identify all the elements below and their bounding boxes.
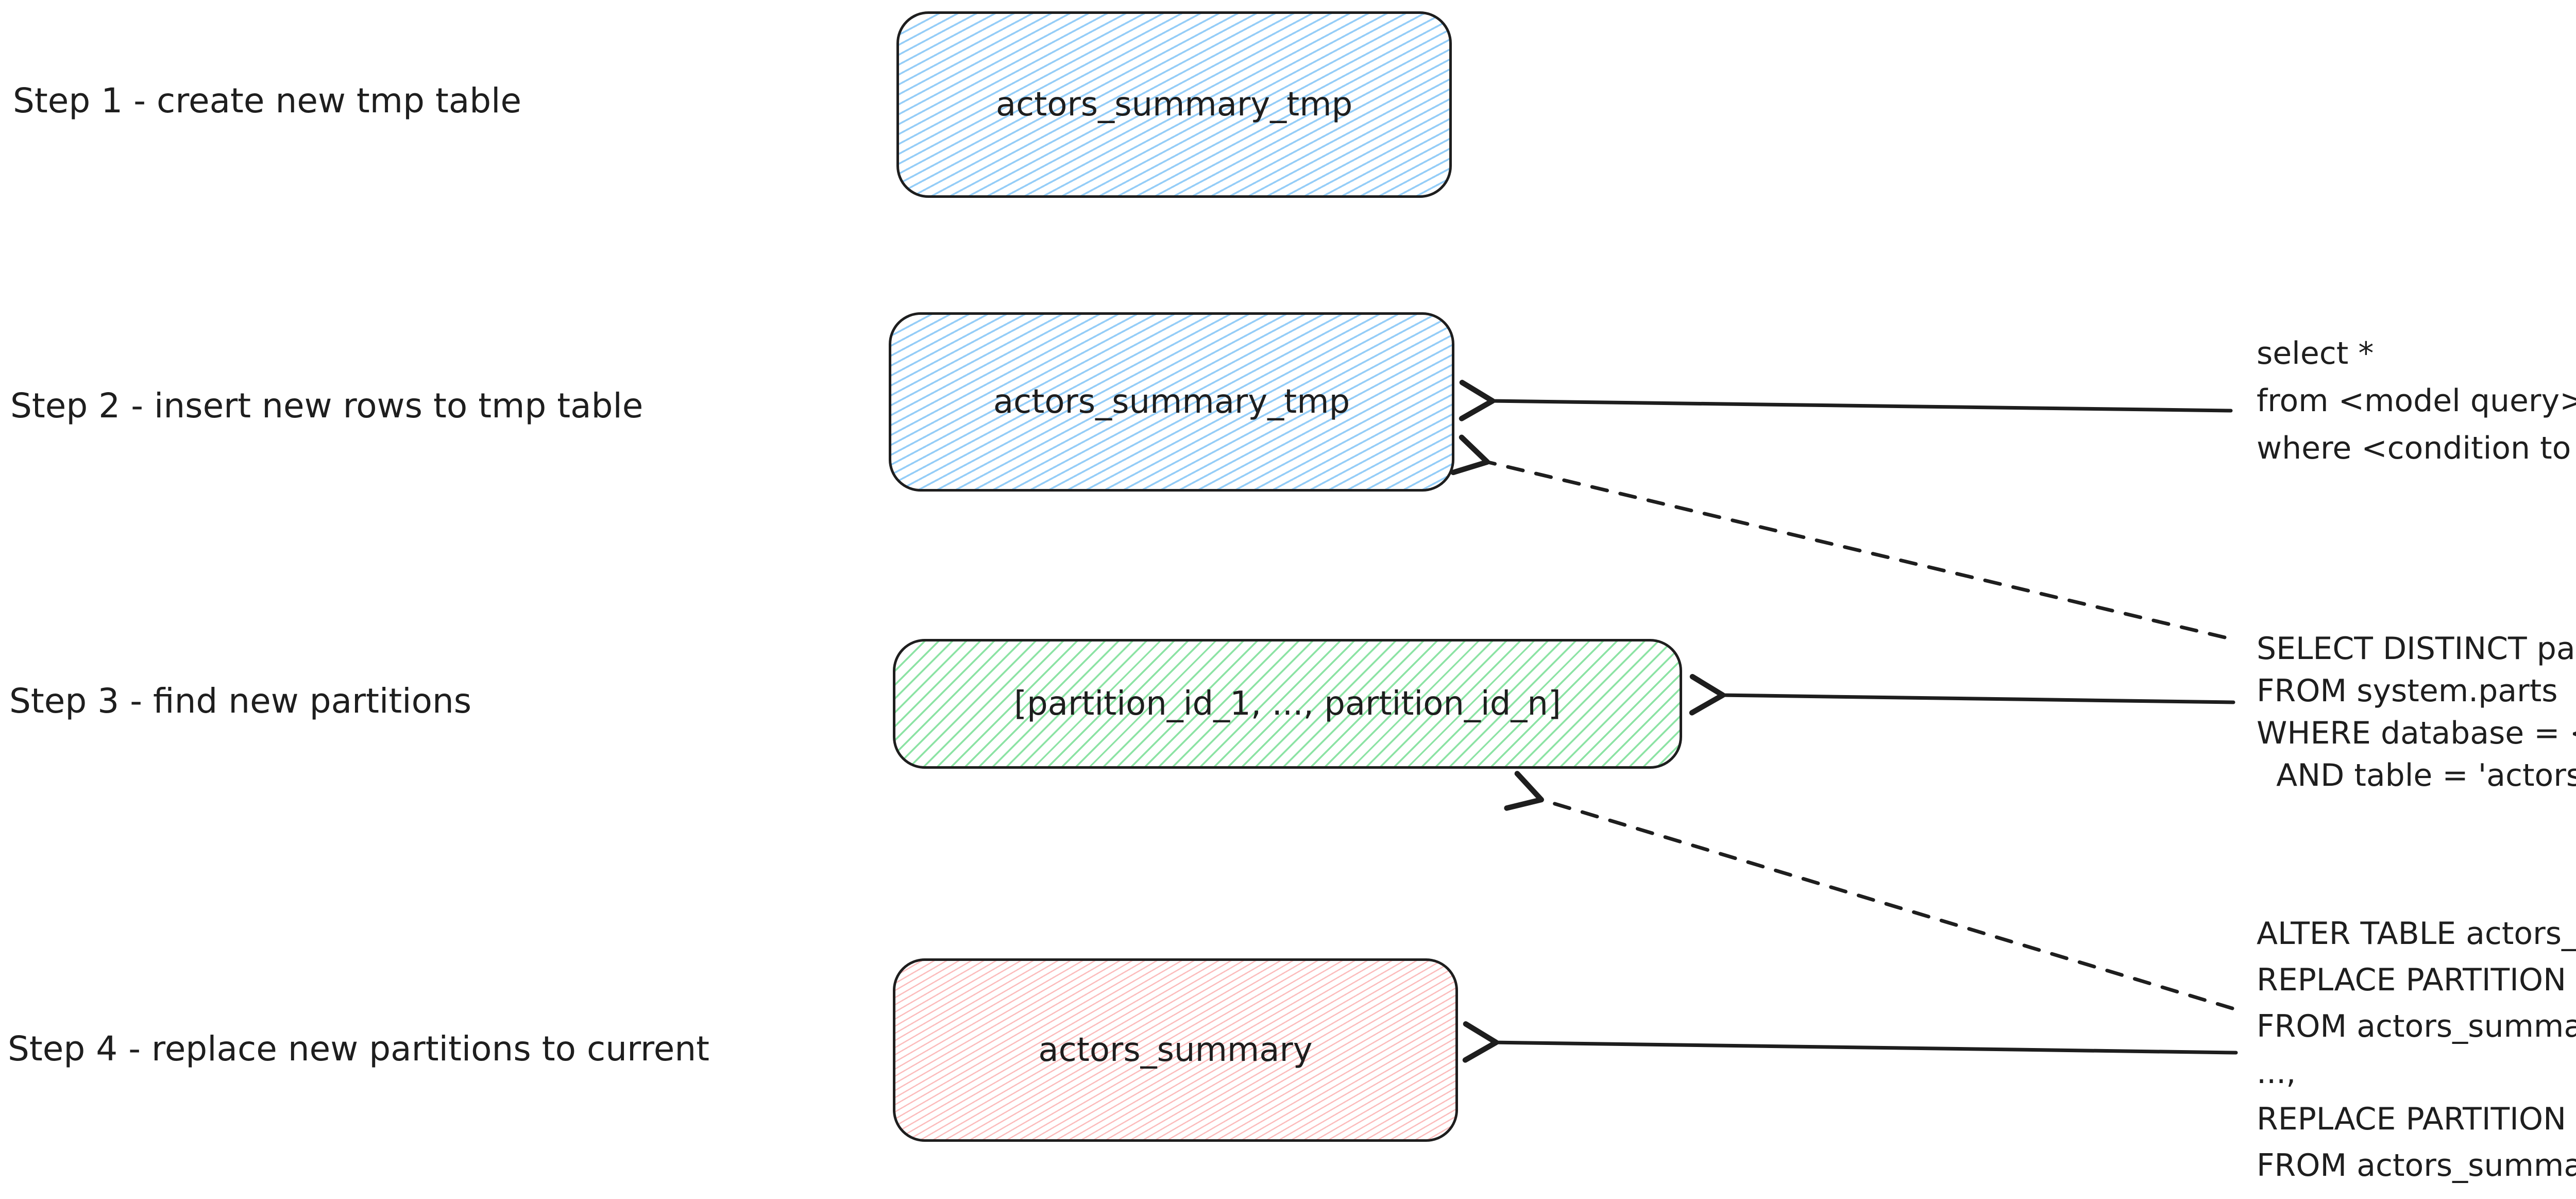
- dashed-arrow-partition-query-to-tmp-table: [1450, 434, 2227, 639]
- sql-step3-line-4: AND table = 'actors_summary_tmp': [2276, 757, 2576, 793]
- sql-step4-line-5: REPLACE PARTITION partition_id_n: [2257, 1101, 2566, 1137]
- sql-step4-line-1: ALTER TABLE actors_summary: [2257, 916, 2576, 952]
- sql-step2-annotation: select * from <model query> where <condi…: [2257, 330, 2576, 472]
- node-tmp-table-step2-label: actors_summary_tmp: [993, 383, 1350, 421]
- node-current-table: actors_summary: [893, 958, 1458, 1142]
- arrow-replace-query-to-current-table: [1462, 1021, 2238, 1063]
- sql-step2-line-3: where <condition to identify new>: [2257, 430, 2571, 466]
- step-1-label: Step 1 - create new tmp table: [13, 81, 522, 121]
- sql-step3-line-1: SELECT DISTINCT partition_id: [2257, 631, 2576, 667]
- sql-step4-line-4: ...,: [2257, 1055, 2296, 1091]
- node-partition-list-label: [partition_id_1, ..., partition_id_n]: [1014, 685, 1561, 723]
- step-2-label: Step 2 - insert new rows to tmp table: [10, 386, 643, 426]
- node-tmp-table-step1-label: actors_summary_tmp: [995, 86, 1353, 124]
- step-3-label: Step 3 - find new partitions: [9, 681, 472, 721]
- sql-step3-line-3: WHERE database = <database>: [2257, 715, 2576, 751]
- arrow-partition-query-to-partition-list: [1689, 674, 2235, 716]
- arrow-insert-query-to-tmp-table: [1459, 380, 2233, 421]
- sql-step2-line-1: select *: [2257, 335, 2374, 371]
- sql-step3-annotation: SELECT DISTINCT partition_id FROM system…: [2257, 628, 2576, 797]
- node-tmp-table-step1: actors_summary_tmp: [896, 11, 1452, 198]
- step-4-label: Step 4 - replace new partitions to curre…: [8, 1029, 710, 1069]
- sql-step2-line-2: from <model query>: [2257, 383, 2576, 419]
- dashed-arrow-replace-query-to-partition-list: [1504, 771, 2234, 1010]
- sql-step4-line-2: REPLACE PARTITION partition_id_1: [2257, 962, 2566, 998]
- sql-step4-line-3: FROM actors_summary_tmp,: [2257, 1008, 2576, 1044]
- node-partition-list: [partition_id_1, ..., partition_id_n]: [893, 639, 1682, 769]
- sql-step4-line-6: FROM actors_summary_tmp,: [2257, 1147, 2576, 1184]
- node-tmp-table-step2: actors_summary_tmp: [889, 312, 1454, 492]
- sql-step3-line-2: FROM system.parts: [2257, 673, 2558, 709]
- sql-step4-annotation: ALTER TABLE actors_summary REPLACE PARTI…: [2257, 910, 2576, 1189]
- node-current-table-label: actors_summary: [1038, 1031, 1313, 1069]
